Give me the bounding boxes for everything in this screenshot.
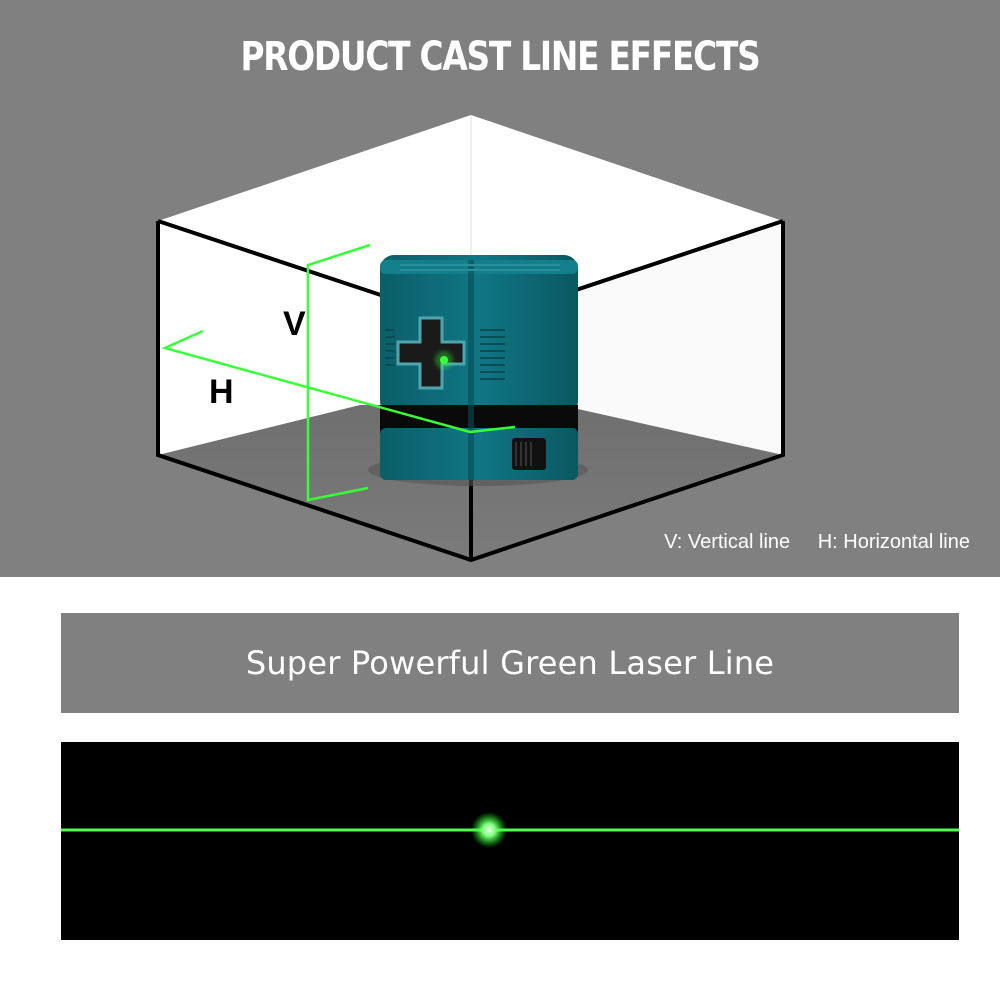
- vertical-label: V: [283, 305, 306, 343]
- horizontal-label: H: [209, 373, 234, 411]
- page-title: PRODUCT CAST LINE EFFECTS: [240, 34, 760, 80]
- side-switch: [512, 438, 546, 470]
- laser-line-demo: [61, 742, 959, 940]
- legend: V: Vertical line H: Horizontal line: [642, 531, 970, 554]
- horizontal-laser-line: [161, 329, 516, 434]
- banner-heading: Super Powerful Green Laser Line: [61, 613, 959, 713]
- room-diagram: V H: [156, 115, 785, 563]
- vertical-laser-line: [306, 243, 371, 502]
- legend-horizontal: H: Horizontal line: [817, 531, 970, 553]
- laser-level-device: [380, 255, 578, 480]
- cross-window-icon: [396, 316, 466, 390]
- laser-line-svg: [61, 812, 959, 848]
- laser-dot-icon: [471, 812, 507, 848]
- laser-lines: [161, 243, 516, 502]
- legend-vertical: V: Vertical line: [664, 531, 791, 553]
